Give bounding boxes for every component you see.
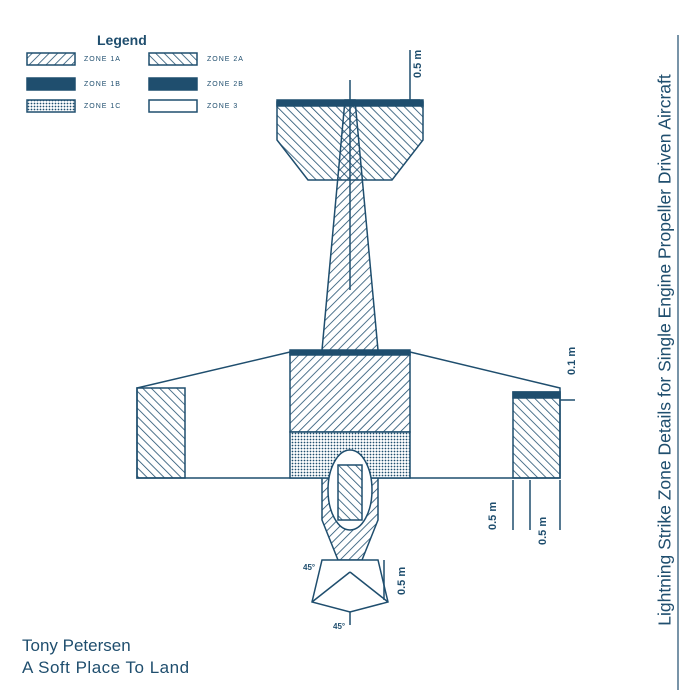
left-wingtip <box>136 387 186 479</box>
legend-swatch-2a <box>148 52 198 66</box>
album-title: A Soft Place To Land <box>22 658 190 677</box>
legend-swatch-3 <box>148 99 198 113</box>
legend-swatch-1a <box>26 52 76 66</box>
cockpit-seat <box>337 464 363 521</box>
legend-swatch-1c <box>26 99 76 113</box>
dim-nose: 0.5 m <box>396 566 408 595</box>
legend-label-2b: ZONE 2B <box>207 81 244 88</box>
legend-label-3: ZONE 3 <box>207 103 239 110</box>
right-wingtip-edge <box>512 391 561 399</box>
legend-swatch-1b <box>26 77 76 91</box>
angle-bottom: 45° <box>333 622 346 631</box>
legend-label-1c: ZONE 1C <box>84 103 122 110</box>
artist-name: Tony Petersen <box>22 636 131 655</box>
wing-root-edge <box>289 349 411 356</box>
wing-root <box>289 351 411 433</box>
legend-title: Legend <box>97 32 147 48</box>
dim-wing-a: 0.5 m <box>487 501 499 530</box>
dim-wingtip-gap: 0.1 m <box>566 346 578 375</box>
angle-left: 45° <box>303 563 316 572</box>
right-wingtip <box>512 391 561 479</box>
legend-label-1b: ZONE 1B <box>84 81 121 88</box>
nose <box>311 559 389 613</box>
side-title: Lightning Strike Zone Details for Single… <box>654 74 675 626</box>
dim-wing-b: 0.5 m <box>537 516 549 545</box>
legend-swatch-2b <box>148 77 198 91</box>
dim-tail: 0.5 m <box>412 49 424 78</box>
nose-angle-line-right <box>349 571 389 603</box>
legend-label-2a: ZONE 2A <box>207 56 244 63</box>
legend-label-1a: ZONE 1A <box>84 56 121 63</box>
nose-angle-line-left <box>311 571 351 603</box>
